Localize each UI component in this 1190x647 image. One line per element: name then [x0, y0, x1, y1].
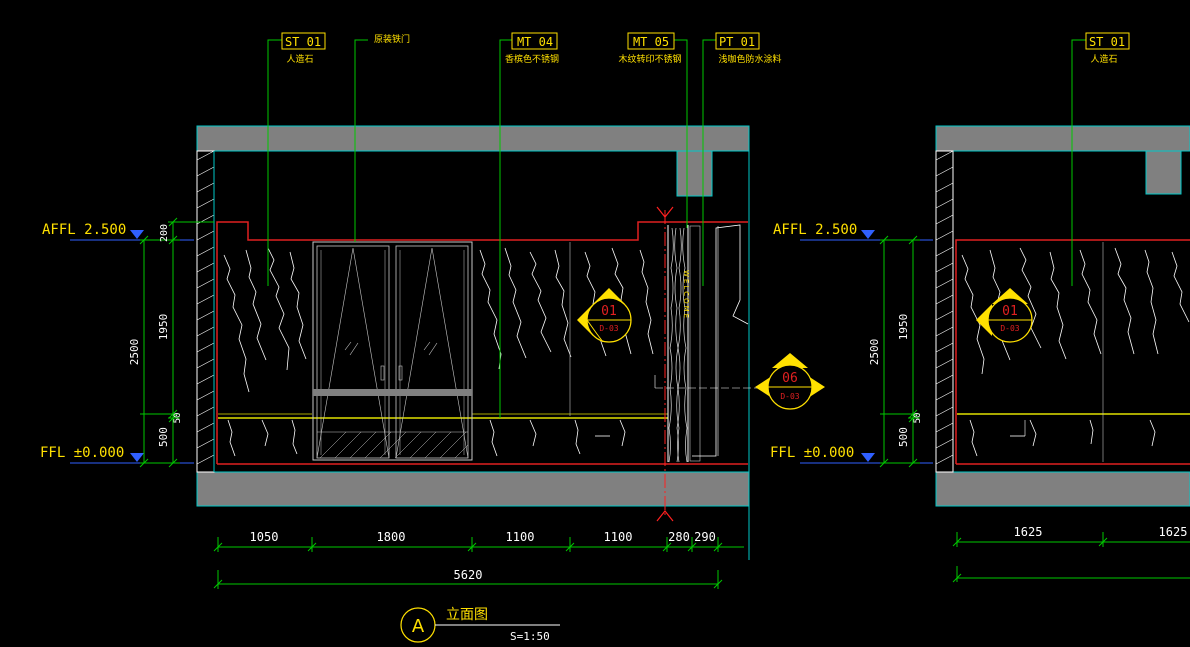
svg-text:人造石: 人造石: [286, 53, 313, 65]
svg-text:MT 05: MT 05: [633, 35, 669, 49]
svg-text:1625: 1625: [1159, 525, 1188, 539]
svg-text:1100: 1100: [506, 530, 535, 544]
svg-text:D-03: D-03: [599, 324, 618, 333]
marble-pattern: [223, 247, 654, 457]
svg-text:50: 50: [913, 413, 923, 424]
svg-text:AFFL 2.500: AFFL 2.500: [42, 222, 126, 238]
level-affl-right: AFFL 2.500: [773, 222, 933, 241]
svg-text:280: 280: [668, 530, 690, 544]
svg-text:浅咖色防水涂料: 浅咖色防水涂料: [718, 53, 781, 65]
svg-text:ST 01: ST 01: [285, 35, 321, 49]
material-tag-pt01: PT 01 浅咖色防水涂料: [715, 32, 782, 65]
svg-text:ST 01: ST 01: [1089, 35, 1125, 49]
svg-text:290: 290: [694, 530, 716, 544]
svg-text:FFL ±0.000: FFL ±0.000: [40, 445, 124, 461]
svg-text:木纹转印不锈钢: 木纹转印不锈钢: [618, 53, 681, 65]
beam-drop-right: [1145, 150, 1182, 195]
svg-text:2500: 2500: [128, 339, 141, 366]
wall-panel-outline-right: [955, 239, 1190, 465]
svg-text:D-03: D-03: [1000, 324, 1019, 333]
material-tag-mt04: MT 04 香槟色不锈钢: [505, 32, 559, 65]
svg-text:MT 04: MT 04: [517, 35, 553, 49]
svg-text:500: 500: [897, 427, 910, 447]
title-scale: S=1:50: [510, 630, 550, 643]
callout-01-right: 01 D-03: [976, 288, 1033, 343]
floor-slab: [196, 471, 750, 507]
svg-text:01: 01: [601, 304, 617, 319]
svg-text:1950: 1950: [157, 314, 170, 341]
svg-text:01: 01: [1002, 304, 1018, 319]
title-name: 立面图: [446, 607, 488, 623]
svg-text:50: 50: [173, 413, 183, 424]
left-wall-section-right: [935, 150, 954, 473]
svg-text:06: 06: [782, 371, 798, 386]
horizontal-dimensions-right: [952, 532, 1190, 583]
wall-hatch: [196, 150, 215, 465]
svg-text:2500: 2500: [868, 339, 881, 366]
svg-text:D-03: D-03: [780, 392, 799, 401]
svg-text:AFFL 2.500: AFFL 2.500: [773, 222, 857, 238]
title-marker: A: [412, 616, 425, 637]
ceiling-slab: [196, 125, 750, 152]
svg-text:200: 200: [159, 224, 170, 242]
vertical-dimensions-right: [879, 235, 920, 468]
svg-text:1800: 1800: [377, 530, 406, 544]
beam-drop: [676, 150, 713, 197]
left-wall-section: [196, 150, 215, 473]
svg-text:PT 01: PT 01: [719, 35, 755, 49]
svg-text:人造石: 人造石: [1090, 53, 1117, 65]
svg-text:FFL ±0.000: FFL ±0.000: [770, 445, 854, 461]
material-tag-st01-left: ST 01 人造石: [281, 32, 326, 65]
svg-text:1100: 1100: [604, 530, 633, 544]
svg-text:香槟色不锈钢: 香槟色不锈钢: [505, 53, 559, 65]
material-tag-door: 原装铁门: [374, 33, 410, 45]
wood-veneer-column: WELCOME: [667, 224, 749, 463]
material-tag-mt05: MT 05 木纹转印不锈钢: [618, 32, 682, 65]
svg-text:5620: 5620: [454, 568, 483, 582]
floor-slab-right: [935, 471, 1190, 507]
svg-text:1050: 1050: [250, 530, 279, 544]
callout-01-left: 01 D-03: [577, 288, 632, 343]
welcome-signage: WELCOME: [682, 270, 690, 320]
callout-06: 06 D-03: [755, 353, 825, 410]
level-affl-left: AFFL 2.500: [42, 222, 194, 241]
svg-text:原装铁门: 原装铁门: [374, 33, 410, 45]
door-push-bar: [313, 389, 472, 396]
drawing-title: A 立面图 S=1:50: [400, 607, 560, 643]
glass-double-door: [312, 241, 473, 461]
wall-panel-outline: [216, 221, 748, 465]
svg-text:1950: 1950: [897, 314, 910, 341]
vertical-dimensions-left: [139, 217, 214, 468]
svg-text:1625: 1625: [1014, 525, 1043, 539]
ceiling-slab-right: [935, 125, 1190, 152]
level-ffl-left: FFL ±0.000: [40, 445, 194, 464]
material-tag-st01-right: ST 01 人造石: [1085, 32, 1130, 65]
svg-text:500: 500: [157, 427, 170, 447]
horizontal-dimensions-left: [213, 537, 744, 589]
